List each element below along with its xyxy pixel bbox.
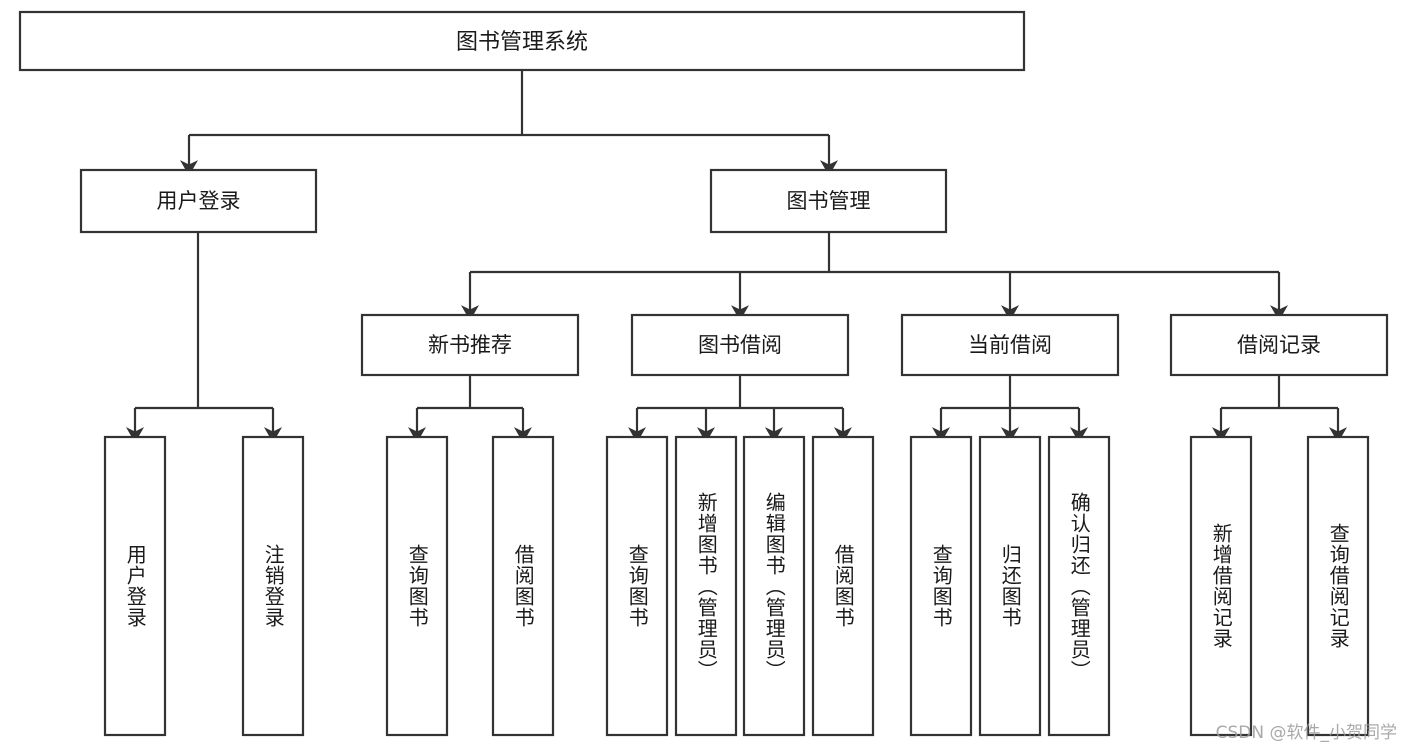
leaf-box — [742, 435, 806, 737]
edge-group-book-borrow — [627, 375, 853, 443]
node-user-login-label: 用户登录 — [157, 189, 241, 213]
edge-group-root — [179, 70, 839, 176]
edge-group-new-book — [407, 375, 533, 443]
node-root[interactable]: 图书管理系统 — [18, 10, 1026, 72]
leaf-box — [978, 435, 1042, 737]
node-book-borrow[interactable]: 图书借阅 — [630, 313, 850, 377]
node-borrow-record-label: 借阅记录 — [1237, 333, 1321, 357]
leaf-box — [1189, 435, 1253, 737]
edge-group-borrow-record — [1211, 375, 1348, 443]
node-user-login[interactable]: 用户登录 — [79, 168, 318, 234]
node-current-borrow-label: 当前借阅 — [968, 333, 1052, 357]
node-new-book-recommend[interactable]: 新书推荐 — [360, 313, 580, 377]
leaf-box — [491, 435, 555, 737]
leaf-box — [103, 435, 167, 737]
csdn-watermark: CSDN @软件_小贺同学 — [1215, 723, 1397, 743]
node-book-management[interactable]: 图书管理 — [709, 168, 948, 234]
edge-group-current-borrow — [931, 375, 1089, 443]
leaf-box — [385, 435, 449, 737]
leaf-box — [674, 435, 738, 737]
edge-group-book-management — [460, 232, 1289, 321]
leaf-box — [1306, 435, 1370, 737]
node-borrow-record[interactable]: 借阅记录 — [1169, 313, 1389, 377]
node-new-book-recommend-label: 新书推荐 — [428, 333, 512, 357]
leaf-box — [811, 435, 875, 737]
node-book-management-label: 图书管理 — [787, 189, 871, 213]
leaf-box — [241, 435, 305, 737]
leaf-box — [1047, 435, 1111, 737]
leaf-box — [605, 435, 669, 737]
node-current-borrow[interactable]: 当前借阅 — [900, 313, 1120, 377]
node-book-borrow-label: 图书借阅 — [698, 333, 782, 357]
leaf-box — [909, 435, 973, 737]
edge-group-user-login — [125, 232, 283, 443]
leaf-boxes — [103, 435, 1370, 737]
node-root-label: 图书管理系统 — [456, 30, 588, 55]
